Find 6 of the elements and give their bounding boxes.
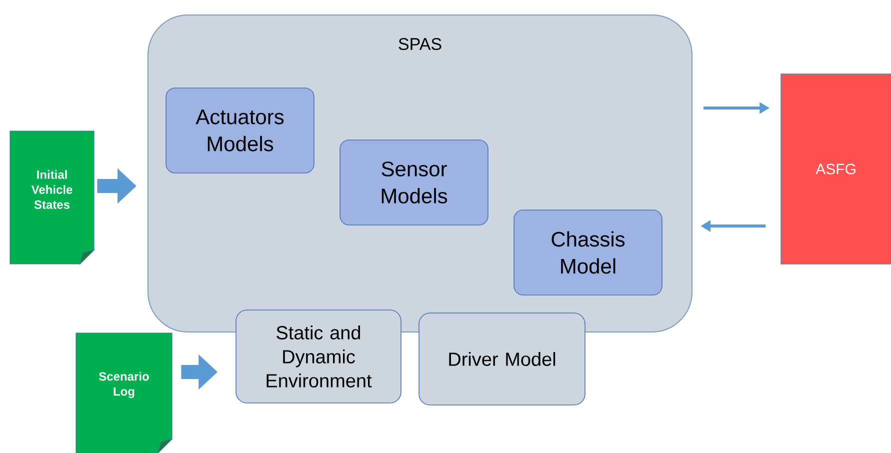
system-box: ASFG: [780, 74, 891, 264]
module-box: Static and Dynamic Environment: [236, 310, 402, 404]
module-box: Sensor Models: [340, 140, 488, 226]
module-box: Driver Model: [418, 312, 586, 406]
module-box: Actuators Models: [166, 88, 314, 174]
module-box: Chassis Model: [514, 210, 662, 296]
